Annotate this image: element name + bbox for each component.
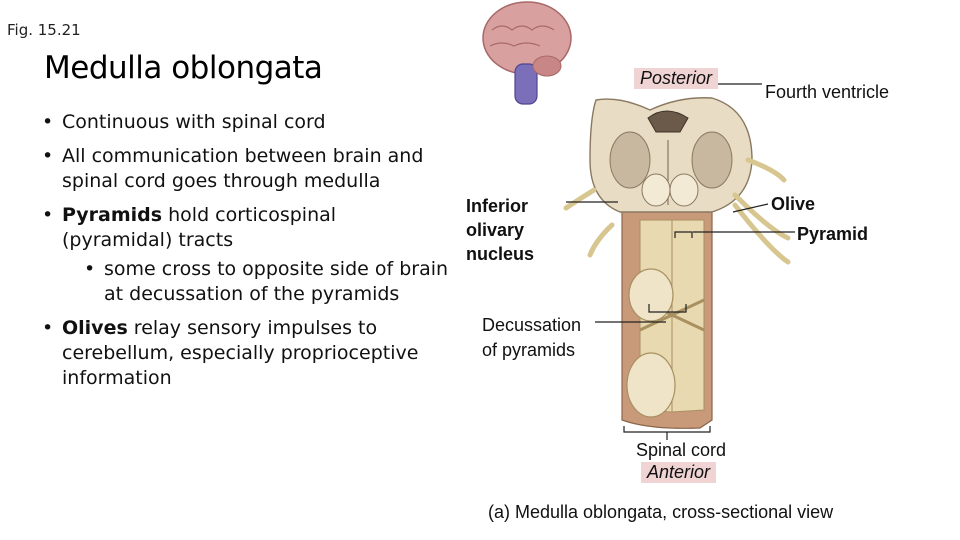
- label-decussation: Decussation of pyramids: [482, 313, 602, 363]
- nerve-roots: [563, 157, 791, 265]
- bullet-text: hold corticospinal (pyramidal) tracts: [62, 204, 337, 251]
- label-posterior: Posterior: [634, 68, 719, 89]
- brain-thumbnail-icon: [482, 1, 572, 105]
- leader-lines: [566, 83, 795, 440]
- bullet-bold-term: Olives: [62, 317, 128, 339]
- slide-title: Medulla oblongata: [44, 50, 323, 86]
- bullet-text: All communication between brain and spin…: [62, 145, 424, 192]
- bullet-text: some cross to opposite side of brain at …: [104, 258, 449, 305]
- spinal-cord-shape: [621, 209, 713, 429]
- sub-bullet-list: some cross to opposite side of brain at …: [82, 257, 450, 307]
- label-line: of pyramids: [482, 340, 576, 360]
- medulla-cross-section: [589, 97, 753, 213]
- sub-bullet-cross: some cross to opposite side of brain at …: [82, 257, 450, 307]
- bullet-bold-term: Pyramids: [62, 204, 163, 226]
- label-pyramid: Pyramid: [797, 224, 869, 244]
- bullet-pyramids: Pyramids hold corticospinal (pyramidal) …: [40, 203, 450, 307]
- label-fourth-ventricle: Fourth ventricle: [765, 82, 890, 102]
- label-anterior: Anterior: [641, 462, 717, 483]
- bullet-text: Continuous with spinal cord: [62, 111, 326, 133]
- bullet-communication: All communication between brain and spin…: [40, 144, 450, 194]
- label-line: Inferior: [466, 196, 529, 216]
- figure-caption: (a) Medulla oblongata, cross-sectional v…: [488, 502, 834, 522]
- bullet-olives: Olives relay sensory impulses to cerebel…: [40, 316, 450, 391]
- label-spinal-cord: Spinal cord: [636, 440, 727, 460]
- label-line: Decussation: [482, 315, 582, 335]
- figure-number: Fig. 15.21: [7, 21, 81, 39]
- bullet-text: relay sensory impulses to cerebellum, es…: [62, 317, 419, 389]
- label-line: nucleus: [466, 244, 535, 264]
- label-inferior-olivary-nucleus: Inferior olivary nucleus: [466, 194, 566, 266]
- label-line: olivary: [466, 220, 525, 240]
- bullet-continuous: Continuous with spinal cord: [40, 110, 450, 135]
- label-olive: Olive: [771, 194, 816, 214]
- bullet-list: Continuous with spinal cord All communic…: [40, 110, 450, 391]
